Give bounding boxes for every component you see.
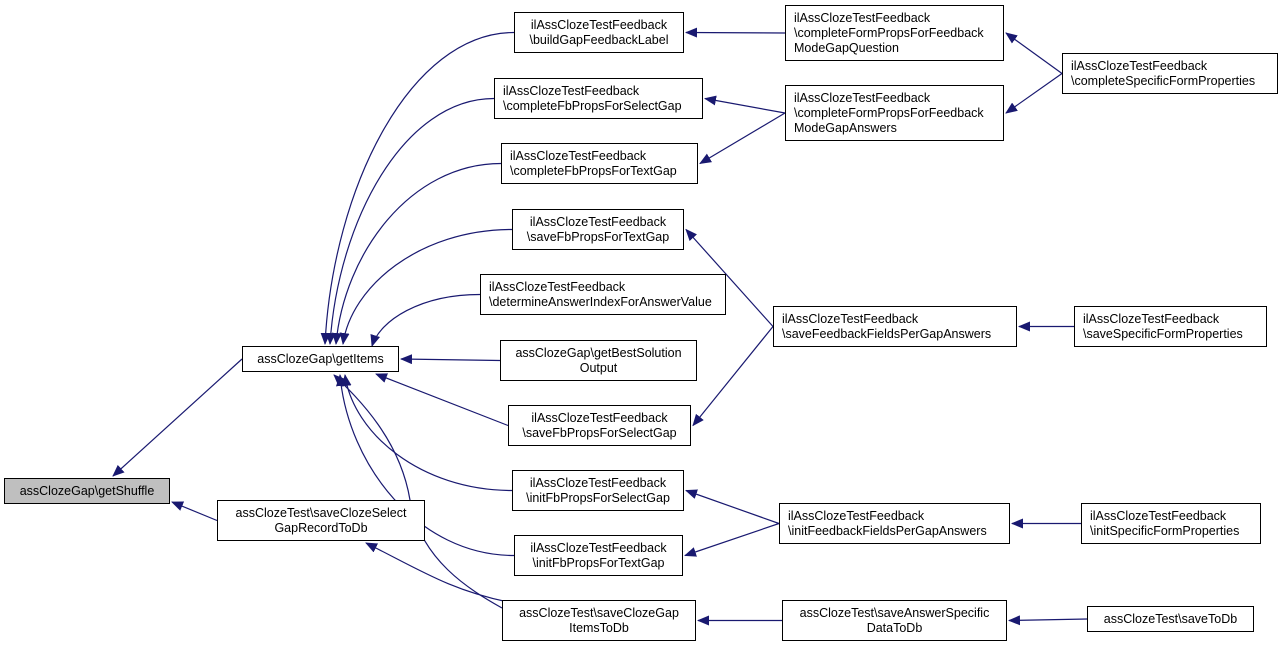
node-label-line: \initFeedbackFieldsPerGapAnswers: [788, 523, 987, 538]
node-determine-answer-index-for-answer-value[interactable]: ilAssClozeTestFeedback\determineAnswerIn…: [480, 274, 726, 315]
edge-save-feedback-fields-per-gap-answers-to-save-fb-props-for-select-gap: [692, 326, 774, 427]
node-init-specific-form-properties[interactable]: ilAssClozeTestFeedback\initSpecificFormP…: [1081, 503, 1261, 544]
node-label-line: \completeFbPropsForSelectGap: [503, 98, 682, 113]
node-label-line: ItemsToDb: [569, 620, 629, 635]
node-label-line: \buildGapFeedbackLabel: [529, 32, 669, 47]
node-label-line: ilAssClozeTestFeedback: [531, 410, 668, 425]
node-label-line: ilAssClozeTestFeedback: [489, 279, 626, 294]
node-complete-fb-props-for-text-gap[interactable]: ilAssClozeTestFeedback\completeFbPropsFo…: [501, 143, 698, 184]
node-label-line: ilAssClozeTestFeedback: [530, 540, 667, 555]
node-label-line: assClozeTest\saveToDb: [1103, 611, 1238, 626]
node-complete-fb-props-for-select-gap[interactable]: ilAssClozeTestFeedback\completeFbPropsFo…: [494, 78, 703, 119]
node-label-line: \saveFbPropsForSelectGap: [522, 425, 677, 440]
node-get-items[interactable]: assClozeGap\getItems: [242, 346, 399, 372]
node-save-fb-props-for-select-gap[interactable]: ilAssClozeTestFeedback\saveFbPropsForSel…: [508, 405, 691, 446]
edge-save-fb-props-for-text-gap-to-get-items: [339, 228, 513, 345]
node-label-line: ilAssClozeTestFeedback: [530, 17, 668, 32]
node-save-specific-form-properties[interactable]: ilAssClozeTestFeedback\saveSpecificFormP…: [1074, 306, 1267, 347]
node-label-line: \completeSpecificFormProperties: [1071, 73, 1256, 88]
edge-get-items-to-get-shuffle: [112, 358, 243, 477]
node-label-line: ModeGapQuestion: [794, 40, 899, 55]
node-label-line: \saveFbPropsForTextGap: [526, 229, 670, 244]
node-label-line: DataToDb: [866, 620, 923, 635]
node-label-line: \completeFbPropsForTextGap: [510, 163, 677, 178]
edge-save-fb-props-for-select-gap-to-get-items: [375, 373, 509, 427]
node-label-line: \completeFormPropsForFeedback: [794, 105, 984, 120]
node-save-feedback-fields-per-gap-answers[interactable]: ilAssClozeTestFeedback\saveFeedbackField…: [773, 306, 1017, 347]
edge-init-feedback-fields-per-gap-answers-to-init-fb-props-for-text-gap: [684, 522, 780, 557]
node-label-line: ilAssClozeTestFeedback: [794, 10, 931, 25]
node-label-line: \initFbPropsForTextGap: [532, 555, 665, 570]
edge-determine-answer-index-for-answer-value-to-get-items: [370, 293, 481, 347]
edge-save-feedback-fields-per-gap-answers-to-save-fb-props-for-text-gap: [685, 228, 774, 327]
node-complete-form-props-for-feedback-mode-gap-answers[interactable]: ilAssClozeTestFeedback\completeFormProps…: [785, 85, 1004, 141]
node-label-line: assClozeGap\getShuffle: [19, 483, 155, 498]
node-label-line: ilAssClozeTestFeedback: [503, 83, 640, 98]
edge-save-cloze-gap-items-to-db-to-save-cloze-select-gap-record-to-db: [365, 542, 509, 603]
node-label-line: \completeFormPropsForFeedback: [794, 25, 984, 40]
edge-complete-specific-form-properties-to-complete-form-props-for-feedback-mode-gap-answers: [1005, 73, 1063, 114]
node-save-to-db[interactable]: assClozeTest\saveToDb: [1087, 606, 1254, 632]
node-label-line: assClozeTest\saveClozeGap: [519, 605, 679, 620]
node-label-line: ilAssClozeTestFeedback: [788, 508, 925, 523]
node-complete-specific-form-properties[interactable]: ilAssClozeTestFeedback\completeSpecificF…: [1062, 53, 1278, 94]
node-label-line: assClozeTest\saveClozeSelect: [235, 505, 407, 520]
node-label-line: ilAssClozeTestFeedback: [529, 475, 667, 490]
edge-complete-fb-props-for-select-gap-to-get-items: [325, 97, 495, 345]
node-init-fb-props-for-select-gap[interactable]: ilAssClozeTestFeedback\initFbPropsForSel…: [512, 470, 684, 511]
node-label-line: \initSpecificFormProperties: [1090, 523, 1240, 538]
node-complete-form-props-for-feedback-mode-gap-question[interactable]: ilAssClozeTestFeedback\completeFormProps…: [785, 5, 1004, 61]
node-label-line: ilAssClozeTestFeedback: [1071, 58, 1208, 73]
node-label-line: GapRecordToDb: [274, 520, 368, 535]
node-label-line: \saveSpecificFormProperties: [1083, 326, 1243, 341]
node-save-fb-props-for-text-gap[interactable]: ilAssClozeTestFeedback\saveFbPropsForTex…: [512, 209, 684, 250]
edge-save-to-db-to-save-answer-specific-data-to-db: [1008, 615, 1088, 626]
node-init-fb-props-for-text-gap[interactable]: ilAssClozeTestFeedback\initFbPropsForTex…: [514, 535, 683, 576]
edge-complete-fb-props-for-text-gap-to-get-items: [331, 162, 502, 345]
node-get-shuffle[interactable]: assClozeGap\getShuffle: [4, 478, 170, 504]
node-label-line: \initFbPropsForSelectGap: [526, 490, 670, 505]
node-label-line: ModeGapAnswers: [794, 120, 897, 135]
edge-get-best-solution-output-to-get-items: [400, 354, 501, 365]
node-init-feedback-fields-per-gap-answers[interactable]: ilAssClozeTestFeedback\initFeedbackField…: [779, 503, 1010, 544]
edge-init-feedback-fields-per-gap-answers-to-init-fb-props-for-select-gap: [685, 489, 780, 525]
node-label-line: assClozeGap\getItems: [257, 351, 384, 366]
node-label-line: ilAssClozeTestFeedback: [510, 148, 647, 163]
edge-init-fb-props-for-text-gap-to-get-items: [335, 374, 515, 557]
node-label-line: \determineAnswerIndexForAnswerValue: [489, 294, 712, 309]
node-label-line: assClozeTest\saveAnswerSpecific: [799, 605, 990, 620]
edge-init-fb-props-for-select-gap-to-get-items: [341, 374, 513, 492]
node-label-line: ilAssClozeTestFeedback: [782, 311, 919, 326]
node-label-line: ilAssClozeTestFeedback: [1083, 311, 1220, 326]
node-label-line: ilAssClozeTestFeedback: [1090, 508, 1227, 523]
edge-build-gap-feedback-label-to-get-items: [320, 31, 515, 345]
node-label-line: ilAssClozeTestFeedback: [794, 90, 931, 105]
node-label-line: Output: [579, 360, 618, 375]
edge-complete-specific-form-properties-to-complete-form-props-for-feedback-mode-gap-question: [1005, 32, 1063, 74]
node-label-line: assClozeGap\getBestSolution: [515, 345, 682, 360]
edge-complete-form-props-for-feedback-mode-gap-answers-to-complete-fb-props-for-select-gap: [704, 95, 786, 114]
edge-complete-form-props-for-feedback-mode-gap-question-to-build-gap-feedback-label: [685, 27, 786, 38]
node-build-gap-feedback-label[interactable]: ilAssClozeTestFeedback\buildGapFeedbackL…: [514, 12, 684, 53]
node-label-line: \saveFeedbackFieldsPerGapAnswers: [782, 326, 992, 341]
node-label-line: ilAssClozeTestFeedback: [529, 214, 667, 229]
edge-save-cloze-select-gap-record-to-db-to-get-shuffle: [171, 501, 218, 522]
edge-save-cloze-gap-items-to-db-to-get-items: [333, 374, 503, 609]
edge-complete-form-props-for-feedback-mode-gap-answers-to-complete-fb-props-for-text-gap: [699, 112, 786, 165]
